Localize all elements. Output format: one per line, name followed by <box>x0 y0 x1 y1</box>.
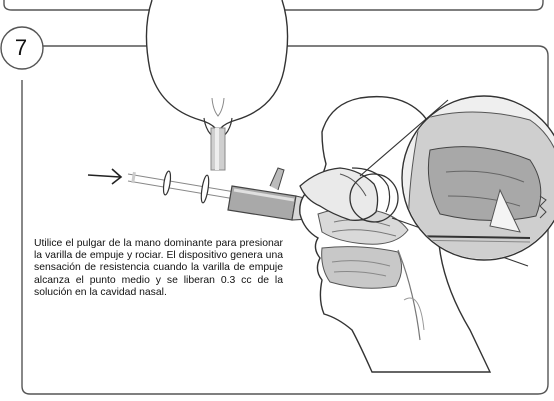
arrow-right-icon <box>87 168 123 185</box>
step-instruction-text: Utilice el pulgar de la mano dominante p… <box>34 238 283 298</box>
step-number: 7 <box>14 35 28 60</box>
step-number-circle <box>0 26 44 70</box>
head-profile-cross-section <box>299 95 492 373</box>
head-top-view <box>145 0 289 171</box>
zoom-callout <box>359 95 554 267</box>
step-panel-frame <box>21 45 549 395</box>
